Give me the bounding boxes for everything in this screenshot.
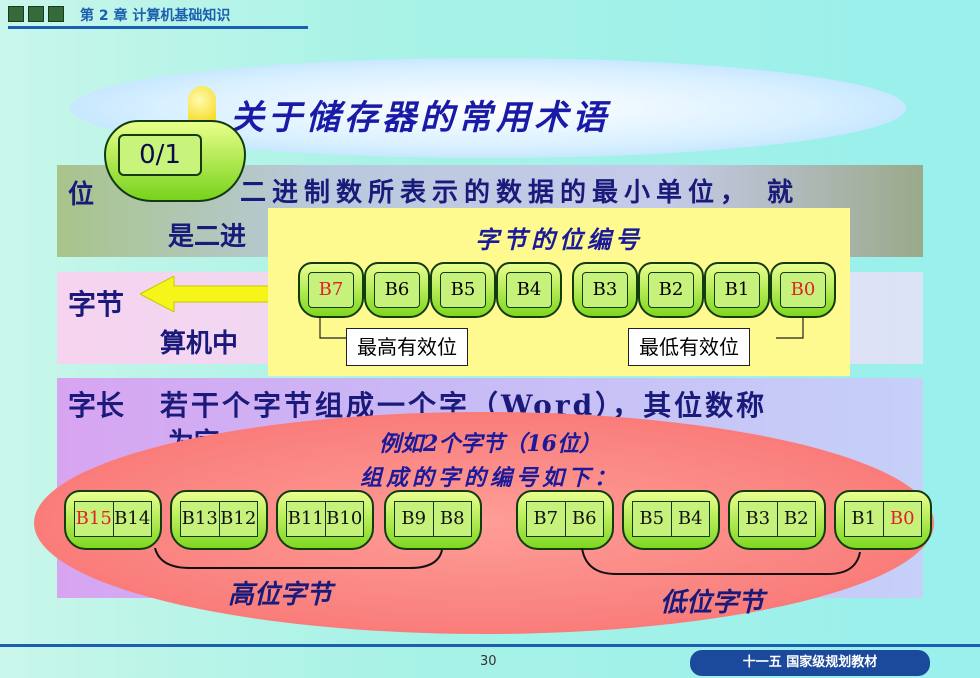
low-byte-label: 低位字节 xyxy=(660,588,765,618)
note-lsb: 最低有效位 xyxy=(628,328,750,366)
nav-icon-2[interactable] xyxy=(28,6,44,22)
chapter-title: 第 2 章 计算机基础知识 xyxy=(80,8,231,24)
bit-bowl-icon xyxy=(104,120,246,202)
popup-title: 字节的位编号 xyxy=(475,225,643,254)
bit-pair-cell: B4 xyxy=(670,502,710,536)
high-byte-label: 高位字节 xyxy=(228,580,333,610)
term-byte: 字节 xyxy=(68,288,125,321)
bit-cup: B7 xyxy=(298,262,364,318)
bit-cup-label: B7 xyxy=(308,272,354,308)
bit-pair-cell: B2 xyxy=(776,502,816,536)
bit-cup-label: B6 xyxy=(374,272,420,308)
lightbulb-icon xyxy=(188,86,216,126)
term-wordlength: 字长 xyxy=(68,389,125,422)
byte-bits-popup: 字节的位编号 B7 B6 B5 B4 B3 B2 B1 B0 最高有效位 最低有效位 xyxy=(268,208,850,376)
header-underline xyxy=(8,26,308,29)
bit-pair-cell: B0 xyxy=(882,502,922,536)
bit-pair-cell: B15 xyxy=(75,508,112,529)
bit-cup-label: B4 xyxy=(506,272,552,308)
bit-cup-label: B5 xyxy=(440,272,486,308)
bit-cup: B1 xyxy=(704,262,770,318)
byte-definition-2: 算机中 xyxy=(160,329,239,359)
term-bit: 位 xyxy=(68,180,95,210)
slide-title: 关于储存器的常用术语 xyxy=(230,98,610,138)
bit-cup-label: B3 xyxy=(582,272,628,308)
bit-badge: 0/1 xyxy=(118,134,202,176)
arrow-left-icon xyxy=(140,276,270,312)
bit-pair-cell: B5 xyxy=(639,508,665,529)
bit-cup: B4 xyxy=(496,262,562,318)
bit-pair-cell: B7 xyxy=(533,508,559,529)
bit-pair-cell: B6 xyxy=(564,502,604,536)
bit-definition: 二进制数所表示的数据的最小单位， 就 xyxy=(240,178,800,208)
bit-pair-cell: B9 xyxy=(401,508,427,529)
bit-pair-cell: B3 xyxy=(745,508,771,529)
bit-cup: B5 xyxy=(430,262,496,318)
bit-cup: B3 xyxy=(572,262,638,318)
bit-cup-label: B0 xyxy=(780,272,826,308)
bit-pair-cell: B1 xyxy=(851,508,877,529)
bit-pair-cell: B10 xyxy=(324,502,364,536)
bit-cup-label: B1 xyxy=(714,272,760,308)
bit-pair-cell: B13 xyxy=(181,508,218,529)
page-number: 30 xyxy=(480,654,497,669)
note-msb: 最高有效位 xyxy=(346,328,468,366)
example-line-1: 例如2个字节（16位） xyxy=(379,431,601,457)
nav-icon-3[interactable] xyxy=(48,6,64,22)
nav-icon-1[interactable] xyxy=(8,6,24,22)
header-icons xyxy=(8,6,64,22)
footer-line xyxy=(0,644,980,647)
slide-header: 第 2 章 计算机基础知识 xyxy=(0,0,980,32)
bit-pair-cell: B12 xyxy=(218,502,258,536)
textbook-badge: 十一五 国家级规划教材 xyxy=(690,650,930,676)
bit-pair-cell: B14 xyxy=(112,502,152,536)
bracket-lines xyxy=(319,316,804,339)
bit-cup: B2 xyxy=(638,262,704,318)
bit-definition-2: 是二进 xyxy=(168,222,247,252)
bit-pair-cell: B11 xyxy=(287,508,324,529)
bit-cup: B6 xyxy=(364,262,430,318)
bit-cup-label: B2 xyxy=(648,272,694,308)
example-line-2: 组成的字的编号如下： xyxy=(359,465,620,491)
bit-pair-cell: B8 xyxy=(432,502,472,536)
